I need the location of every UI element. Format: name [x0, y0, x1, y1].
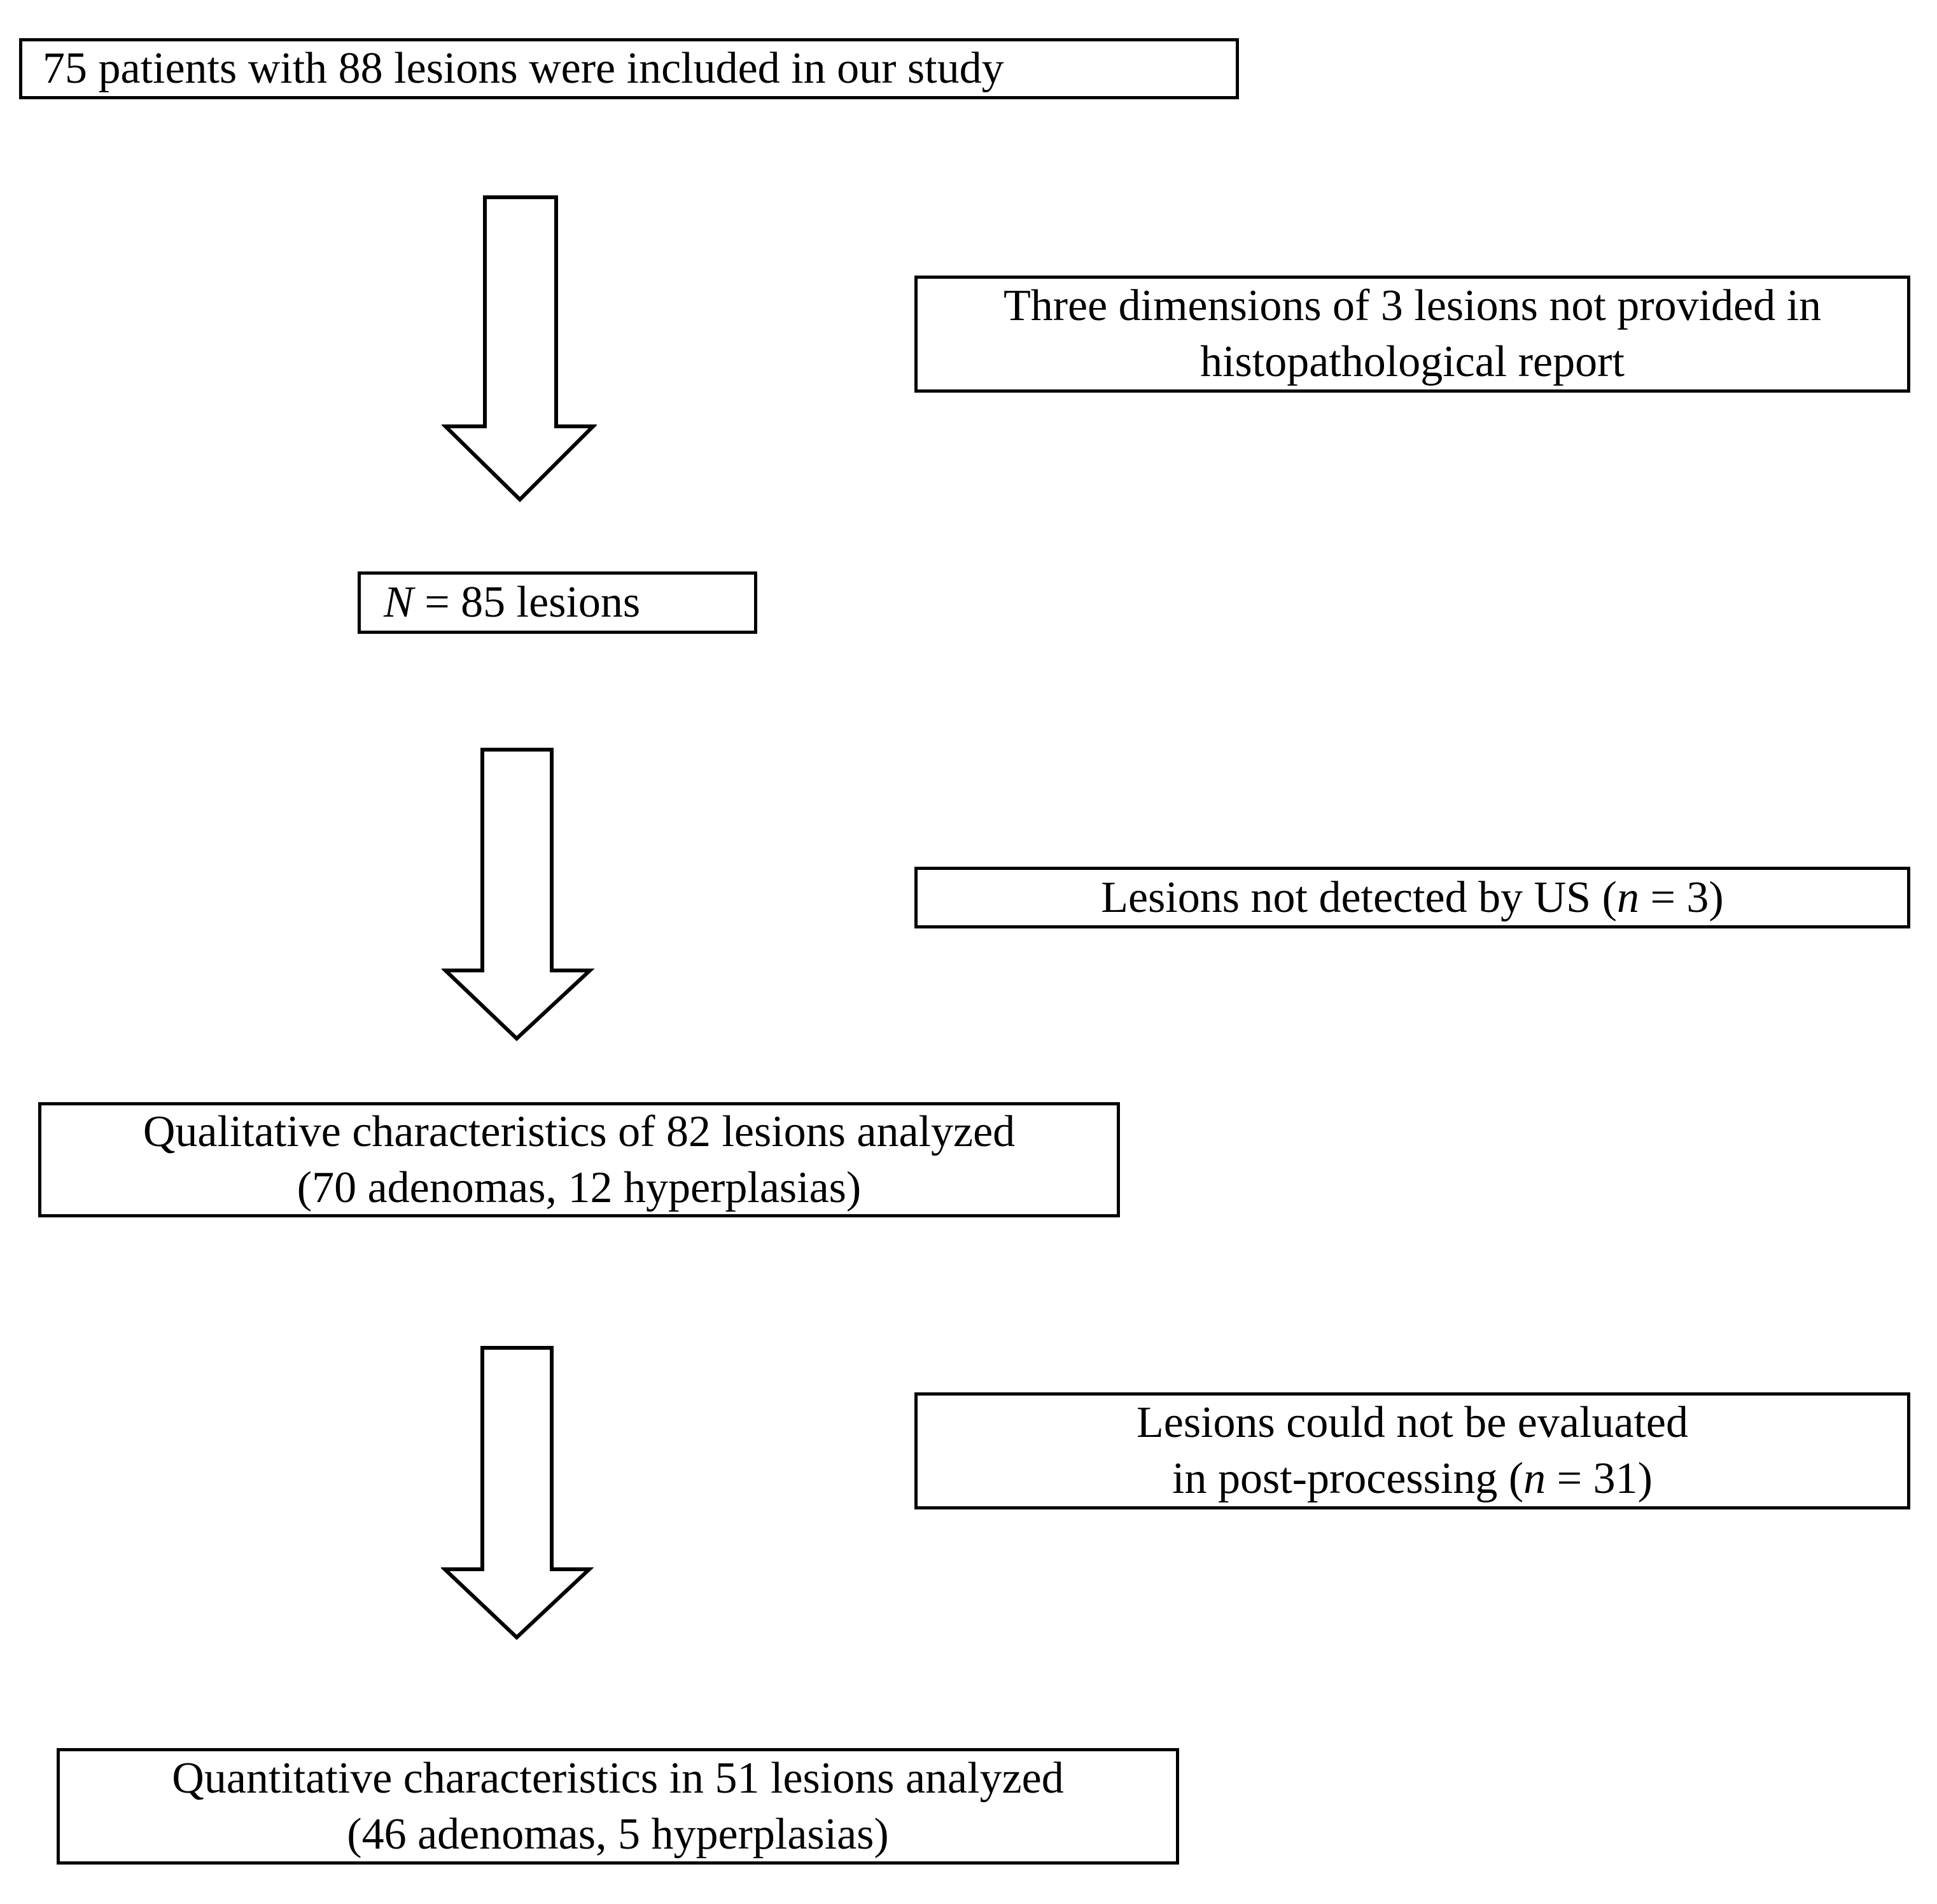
flow-box-qualitative: Qualitative characteristics of 82 lesion…: [38, 1102, 1120, 1217]
not-evaluated-line2-pre: in post-processing (: [1172, 1454, 1524, 1503]
flow-box-dimensions-not-provided: Three dimensions of 3 lesions not provid…: [914, 276, 1910, 393]
not-detected-post: = 3): [1639, 872, 1724, 922]
qualitative-line1: Qualitative characteristics of 82 lesion…: [143, 1107, 1016, 1156]
not-detected-italic-n: n: [1616, 872, 1639, 922]
qualitative-line2: (70 adenomas, 12 hyperplasias): [297, 1163, 862, 1212]
down-arrow-icon: [442, 195, 597, 503]
flow-box-not-evaluated: Lesions could not be evaluated in post-p…: [914, 1392, 1910, 1509]
not-evaluated-line2: in post-processing (n = 31): [1172, 1451, 1653, 1507]
quantitative-line1: Quantitative characteristics in 51 lesio…: [172, 1753, 1064, 1803]
down-arrow-shape: [442, 195, 597, 503]
not-detected-text: Lesions not detected by US (n = 3): [1101, 870, 1723, 926]
down-arrow-shape: [442, 748, 594, 1042]
dimensions-not-provided-line2: histopathological report: [1200, 337, 1625, 386]
down-arrow-icon: [441, 1346, 594, 1641]
dimensions-not-provided-line1: Three dimensions of 3 lesions not provid…: [1003, 281, 1822, 330]
quantitative-line2: (46 adenomas, 5 hyperplasias): [347, 1809, 889, 1859]
flow-box-n85: N = 85 lesions: [358, 571, 757, 634]
not-evaluated-line1: Lesions could not be evaluated: [1136, 1398, 1688, 1447]
n85-italic-n: N: [384, 578, 414, 627]
flow-box-n85-text: N = 85 lesions: [384, 575, 640, 631]
flow-box-quantitative: Quantitative characteristics in 51 lesio…: [57, 1748, 1179, 1865]
down-arrow-icon: [442, 748, 594, 1042]
flow-box-included: 75 patients with 88 lesions were include…: [19, 38, 1239, 99]
not-evaluated-italic-n: n: [1523, 1454, 1546, 1503]
flow-box-not-detected: Lesions not detected by US (n = 3): [914, 867, 1910, 928]
not-detected-pre: Lesions not detected by US (: [1101, 872, 1617, 922]
not-evaluated-line2-post: = 31): [1546, 1454, 1653, 1503]
flow-box-included-text: 75 patients with 88 lesions were include…: [43, 44, 1004, 93]
n85-rest: = 85 lesions: [413, 578, 641, 627]
down-arrow-shape: [441, 1346, 594, 1641]
